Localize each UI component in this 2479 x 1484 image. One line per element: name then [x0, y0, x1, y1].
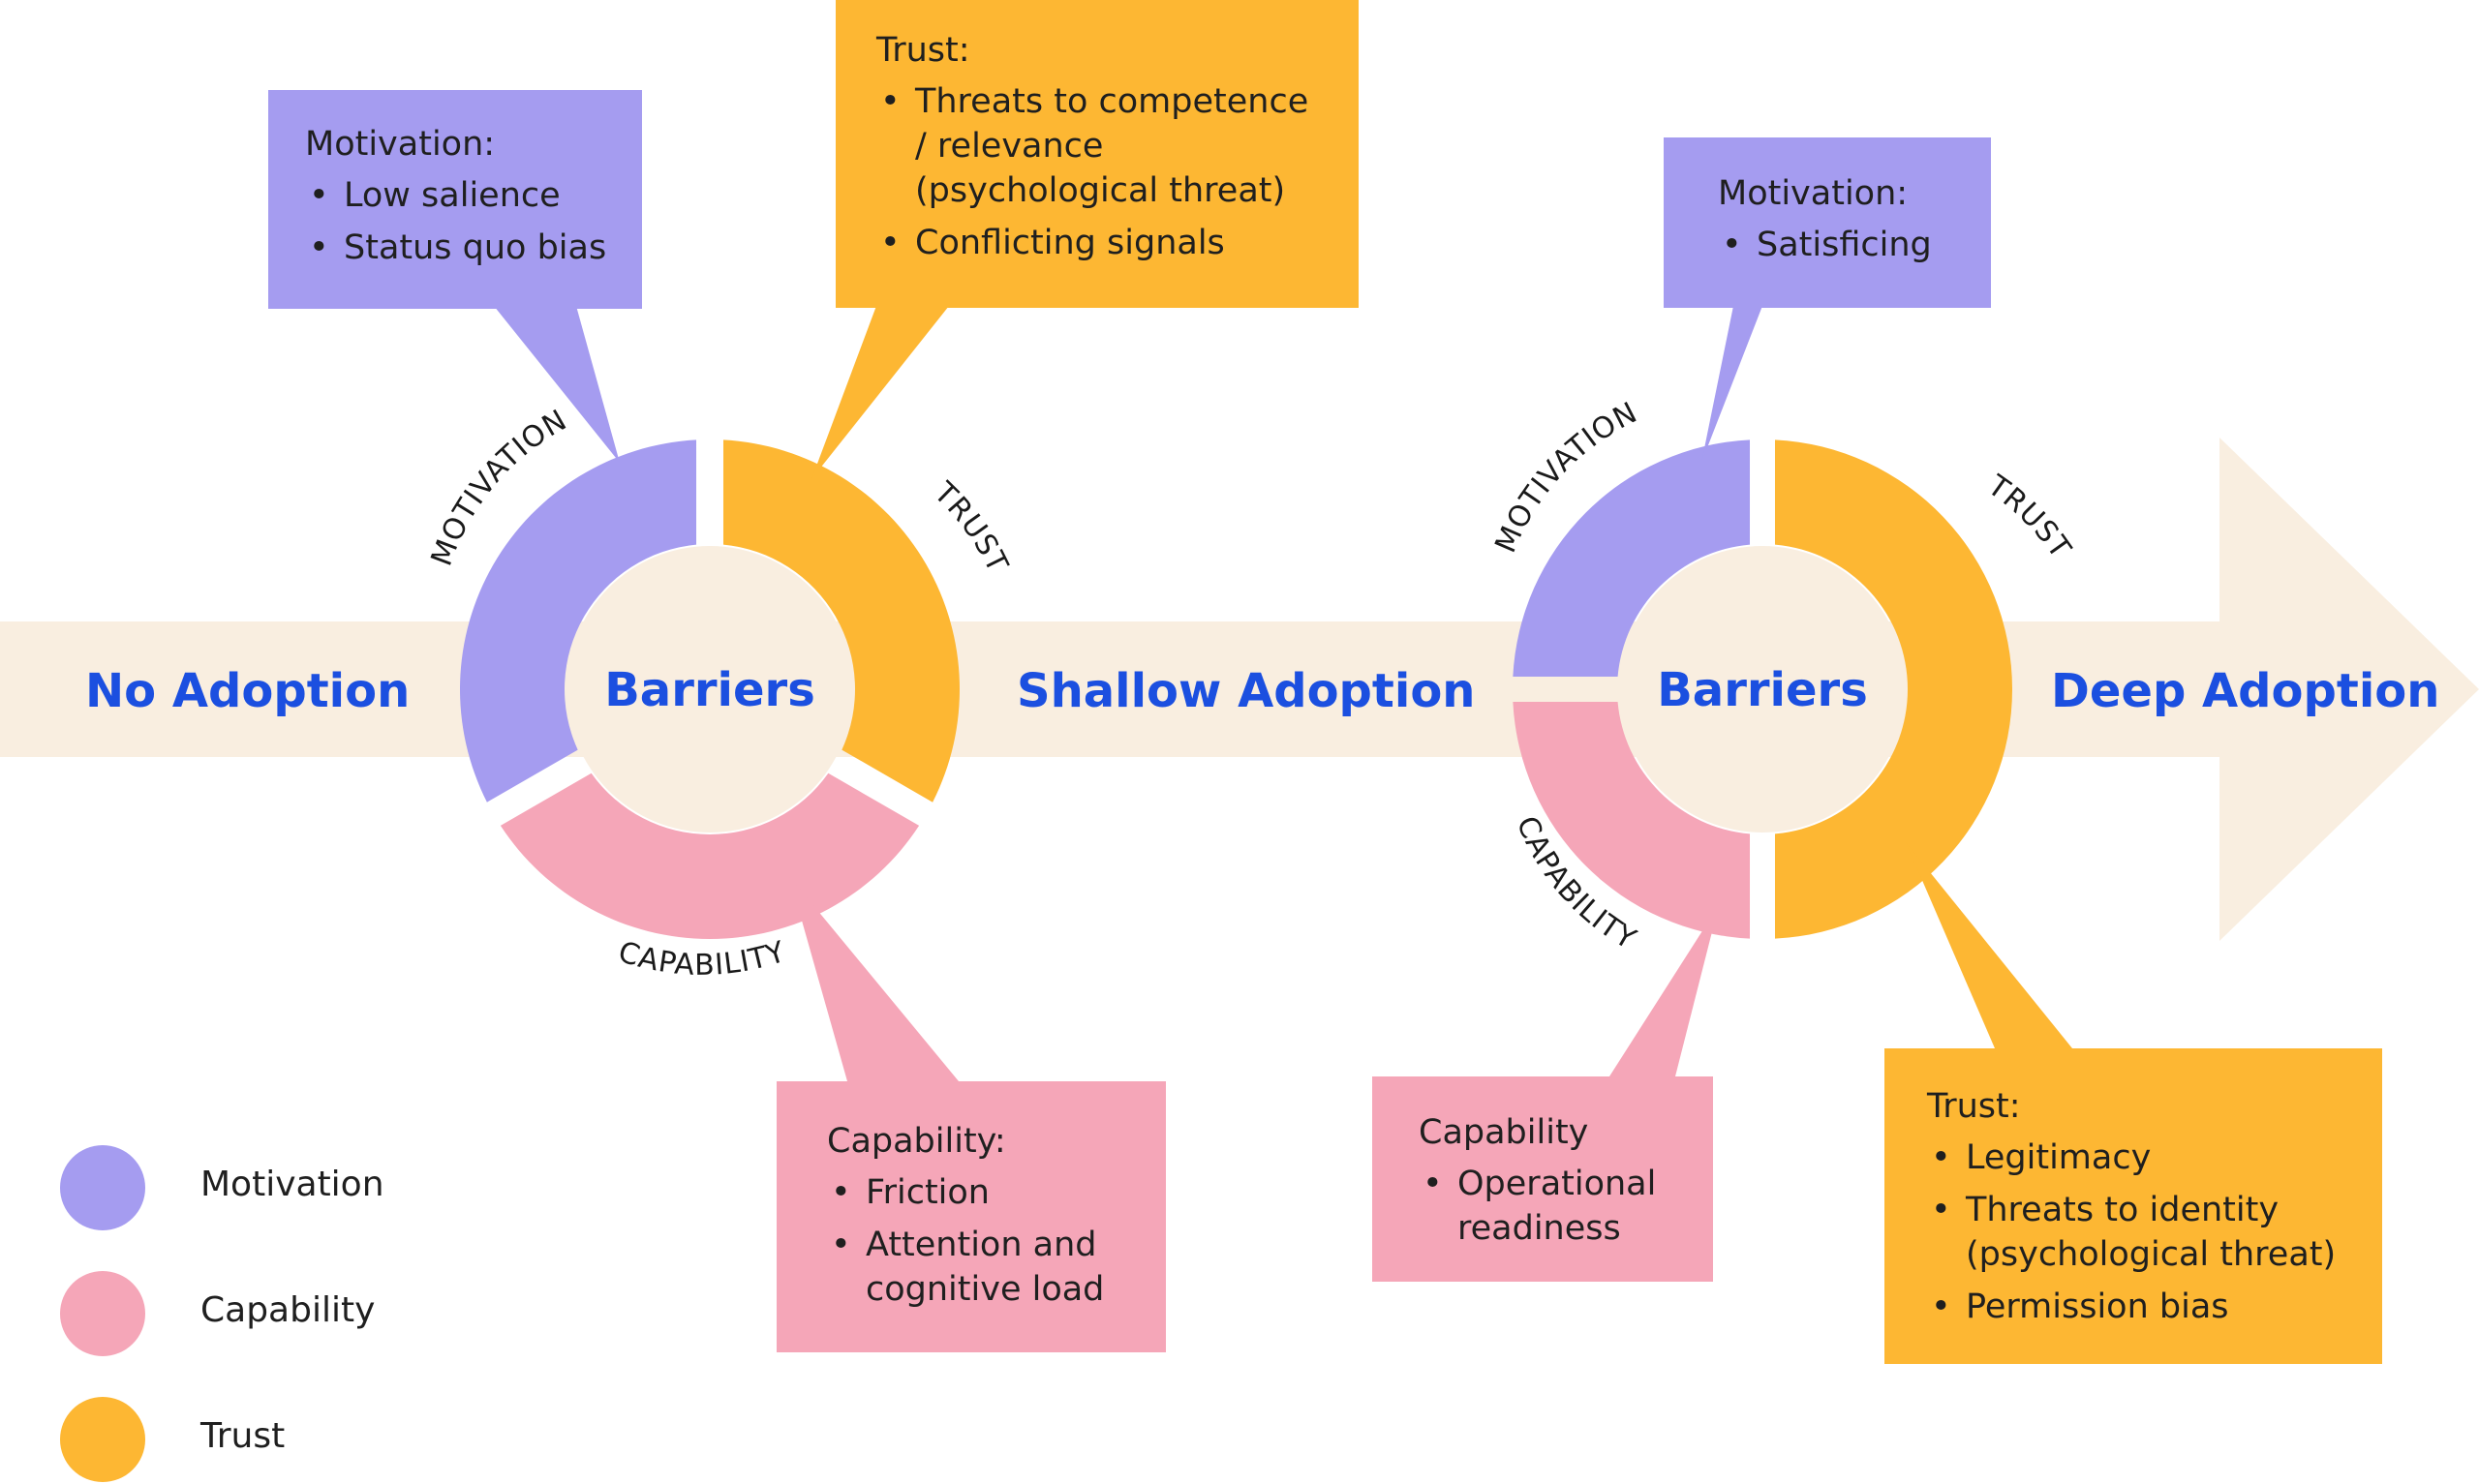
legend-swatch-motivation: [60, 1145, 145, 1230]
legend-item-trust: Trust: [60, 1397, 447, 1484]
arrow-head: [2219, 438, 2479, 941]
ring-1-inner: [566, 546, 853, 833]
callout-item: Satisficing: [1718, 223, 1991, 267]
callout-title: Capability:: [827, 1122, 1006, 1161]
ring-2-capability-segment: [1513, 701, 1751, 939]
callout-item: Attention and cognitive load: [827, 1223, 1147, 1312]
stage-shallow-adoption: Shallow Adoption: [1017, 664, 1475, 718]
callout-list: Threats to competence / relevance (psych…: [876, 79, 1330, 265]
pointer-capability-2: [1609, 905, 1719, 1076]
callout-item: Threats to identity (psychological threa…: [1927, 1188, 2372, 1277]
callout-item: Conflicting signals: [876, 221, 1330, 265]
legend-swatch-capability: [60, 1271, 145, 1356]
barrier-ring-2: Barriers: [1513, 439, 2012, 939]
callout-capability-2: Capability Operational readiness: [1372, 1076, 1713, 1282]
callout-item: Threats to competence / relevance (psych…: [876, 79, 1330, 213]
ring-2-center-label: Barriers: [1657, 663, 1868, 717]
stage-no-adoption: No Adoption: [85, 664, 410, 718]
pointer-trust-2: [1906, 842, 2072, 1048]
legend-label: Capability: [200, 1290, 376, 1330]
callout-motivation-1: Motivation: Low salience Status quo bias: [268, 90, 642, 309]
callout-list: Operational readiness: [1419, 1162, 1703, 1251]
callout-title: Trust:: [876, 31, 970, 70]
pointer-motivation-1: [494, 306, 620, 463]
ring-2-motivation-segment: [1513, 439, 1751, 678]
callout-item: Legitimacy: [1927, 1136, 2372, 1180]
pointer-motivation-2: [1701, 306, 1762, 463]
callout-trust-1: Trust: Threats to competence / relevance…: [836, 0, 1359, 308]
callout-list: Legitimacy Threats to identity (psycholo…: [1927, 1136, 2372, 1329]
pointer-trust-1: [811, 306, 949, 479]
callout-title: Motivation:: [305, 125, 496, 164]
ring-1-center-label: Barriers: [604, 663, 815, 717]
ring-1-trust-label: TRUST: [927, 475, 1015, 579]
legend-item-capability: Capability: [60, 1271, 447, 1358]
callout-list: Friction Attention and cognitive load: [827, 1170, 1147, 1312]
callout-title: Trust:: [1927, 1087, 2021, 1126]
ring-2-trust-segment: [1774, 439, 2012, 939]
legend-label: Motivation: [200, 1165, 384, 1204]
callout-title: Capability: [1419, 1113, 1589, 1152]
ring-1-motivation-segment: [460, 439, 697, 803]
ring-2-inner: [1619, 546, 1906, 833]
callout-item: Friction: [827, 1170, 1147, 1215]
callout-title: Motivation:: [1718, 174, 1909, 213]
barrier-ring-1: Barriers: [460, 439, 960, 939]
callout-list: Satisficing: [1718, 223, 1991, 267]
ring-2-trust-label: TRUST: [1980, 469, 2077, 565]
callout-list: Low salience Status quo bias: [305, 173, 642, 270]
callout-motivation-2: Motivation: Satisficing: [1664, 137, 1991, 308]
legend-label: Trust: [200, 1416, 286, 1456]
callout-item: Status quo bias: [305, 226, 642, 270]
callout-item: Operational readiness: [1419, 1162, 1703, 1251]
ring-1-capability-segment: [500, 772, 920, 939]
callout-trust-2: Trust: Legitimacy Threats to identity (p…: [1884, 1048, 2382, 1364]
legend-item-motivation: Motivation: [60, 1145, 447, 1232]
ring-1-capability-label: CAPABILITY: [614, 935, 789, 983]
ring-1-trust-segment: [722, 439, 960, 803]
pointer-capability-1: [789, 876, 959, 1081]
stage-deep-adoption: Deep Adoption: [2051, 664, 2439, 718]
callout-item: Low salience: [305, 173, 642, 218]
legend-swatch-trust: [60, 1397, 145, 1482]
callout-capability-1: Capability: Friction Attention and cogni…: [777, 1081, 1166, 1352]
callout-item: Permission bias: [1927, 1285, 2372, 1329]
